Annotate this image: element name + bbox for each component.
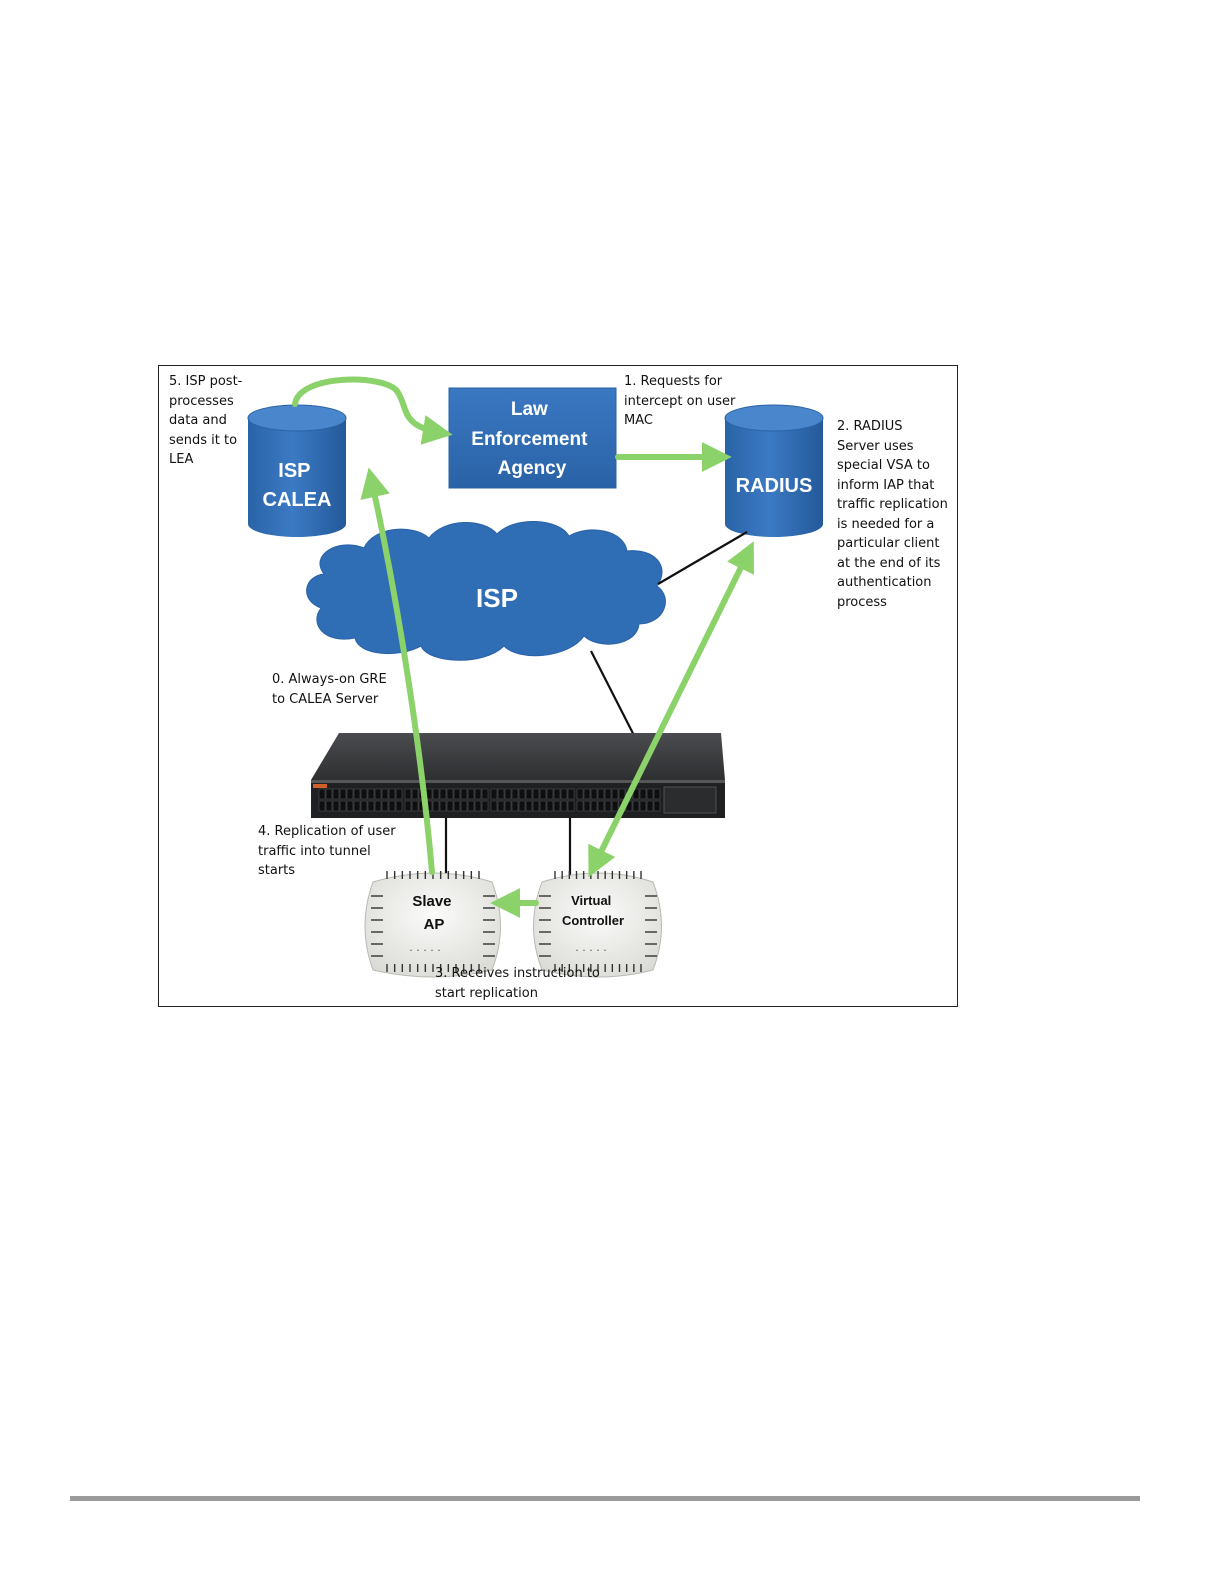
lea-label: Law Enforcement Agency xyxy=(471,399,592,479)
svg-text:. . . . .: . . . . . xyxy=(409,941,440,954)
radius-server-cylinder: RADIUS xyxy=(724,404,824,537)
radius-virtual-controller-arrow xyxy=(588,541,754,878)
step3-note: 3. Receives instruction to start replica… xyxy=(435,966,600,1001)
slave-ap-to-calea-gre-arrow xyxy=(360,467,435,875)
isp-cloud: ISP xyxy=(306,521,666,661)
step4-note: 4. Replication of user traffic into tunn… xyxy=(258,824,396,878)
law-enforcement-agency-box: Law Enforcement Agency xyxy=(448,387,617,489)
isp-calea-server-cylinder: ISP CALEA xyxy=(247,404,347,537)
network-switch xyxy=(311,733,725,818)
virtual-controller-device: . . . . . Virtual Controller xyxy=(533,871,662,978)
footer-divider xyxy=(70,1496,1140,1501)
slave-ap-label: Slave AP xyxy=(412,893,455,933)
isp-calea-label: ISP CALEA xyxy=(263,460,332,511)
step5-note: 5. ISP post- processes data and sends it… xyxy=(169,374,243,467)
diagram-canvas: ISP ISP CALEA RADIUS Law Enforcement Age… xyxy=(247,376,824,978)
radius-label: RADIUS xyxy=(736,475,813,497)
calea-diagram-figure: ISP ISP CALEA RADIUS Law Enforcement Age… xyxy=(158,365,958,1007)
virtual-controller-label: Virtual Controller xyxy=(562,893,624,928)
step0-note: 0. Always-on GRE to CALEA Server xyxy=(272,672,387,707)
isp-cloud-label: ISP xyxy=(476,583,518,613)
step1-note: 1. Requests for intercept on user MAC xyxy=(624,374,736,428)
green-flow-arrows xyxy=(292,376,754,918)
slave-ap-device: . . . . . Slave AP xyxy=(364,871,501,978)
step2-note: 2. RADIUS Server uses special VSA to inf… xyxy=(837,419,948,610)
calea-to-lea-arrow xyxy=(292,376,453,445)
svg-text:. . . . .: . . . . . xyxy=(575,941,606,954)
